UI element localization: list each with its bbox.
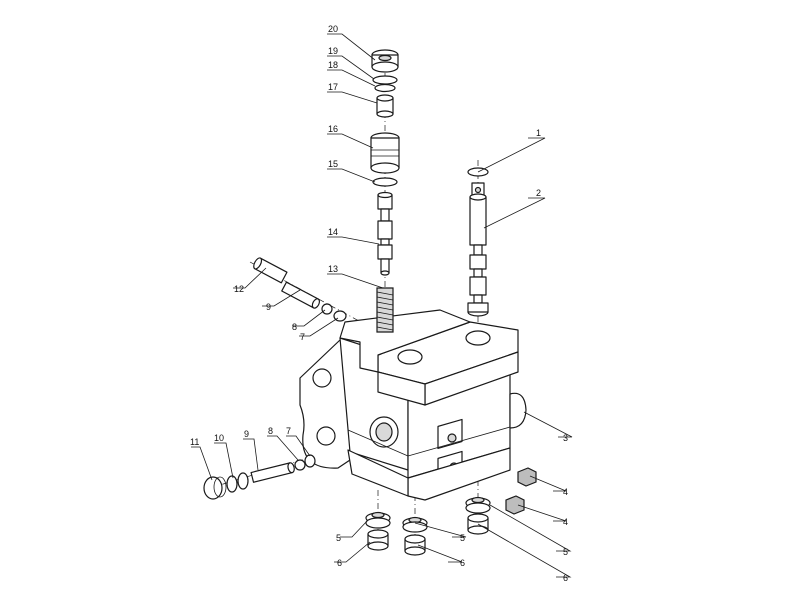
mounting-flange xyxy=(299,339,351,469)
callout-8-lower: 8 xyxy=(268,426,273,436)
ring-10a xyxy=(226,475,238,493)
pin-17 xyxy=(376,94,394,118)
plug-12 xyxy=(253,257,288,284)
bottom-fittings xyxy=(365,496,491,556)
callout-6-left: 6 xyxy=(337,558,342,568)
callout-2: 2 xyxy=(536,188,541,198)
ball-8-lower xyxy=(294,459,306,471)
callout-16: 16 xyxy=(328,124,338,134)
plug-4-lower xyxy=(505,495,525,515)
callout-1: 1 xyxy=(536,128,541,138)
ring-10b xyxy=(237,472,249,490)
pin-9-upper xyxy=(281,281,321,309)
callout-20: 20 xyxy=(328,24,338,34)
washer-18 xyxy=(374,83,396,93)
callout-6-middle: 6 xyxy=(460,558,465,568)
callout-labels: 1 2 3 4 4 5 5 5 6 6 6 7 7 8 8 9 9 10 11 … xyxy=(190,24,568,583)
valve-body xyxy=(299,309,527,501)
spring-13 xyxy=(376,287,394,333)
right-shaft xyxy=(467,167,489,317)
pin-9-lower xyxy=(250,462,295,483)
cap-nut-20 xyxy=(371,49,399,73)
callout-7-upper: 7 xyxy=(300,332,305,342)
callout-17: 17 xyxy=(328,82,338,92)
top-cap-left xyxy=(377,371,426,406)
plug-4-upper xyxy=(517,467,537,487)
housing-16 xyxy=(370,132,400,174)
spool-14 xyxy=(377,191,393,276)
callout-18: 18 xyxy=(328,60,338,70)
side-port-inner xyxy=(375,422,393,442)
vertical-stack xyxy=(370,49,400,333)
ball-8-upper xyxy=(321,303,333,315)
callout-5-right: 5 xyxy=(563,547,568,557)
callout-9-lower: 9 xyxy=(244,429,249,439)
callout-14: 14 xyxy=(328,227,338,237)
callout-4-upper: 4 xyxy=(563,487,568,497)
callout-9-upper: 9 xyxy=(266,302,271,312)
front-port-top xyxy=(447,433,457,443)
right-plugs xyxy=(505,467,537,515)
ring-19 xyxy=(372,75,398,85)
leader-lines xyxy=(191,33,573,578)
cap-11 xyxy=(203,476,223,500)
callout-7-lower: 7 xyxy=(286,426,291,436)
callout-13: 13 xyxy=(328,264,338,274)
callout-5-left: 5 xyxy=(336,533,341,543)
callout-6-right: 6 xyxy=(563,573,568,583)
washer-5-middle xyxy=(402,516,428,533)
nut-6-middle xyxy=(404,534,426,556)
top-port-left xyxy=(397,349,423,365)
callout-5-middle: 5 xyxy=(460,533,465,543)
callout-10: 10 xyxy=(214,433,224,443)
right-boss xyxy=(509,392,527,429)
seat-7-lower xyxy=(304,454,316,468)
washer-5-right xyxy=(465,496,491,514)
flange-hole-top xyxy=(312,368,332,388)
callout-3: 3 xyxy=(563,433,568,443)
callout-12: 12 xyxy=(234,284,244,294)
flange-hole-bottom xyxy=(316,426,336,446)
top-port-right xyxy=(465,330,491,346)
callout-15: 15 xyxy=(328,159,338,169)
callout-19: 19 xyxy=(328,46,338,56)
base-plate-left xyxy=(347,449,409,497)
callout-4-lower: 4 xyxy=(563,517,568,527)
washer-5-left xyxy=(365,511,391,529)
lower-left-plug-set xyxy=(203,454,316,500)
nut-6-left xyxy=(367,529,389,551)
callout-11: 11 xyxy=(190,437,199,447)
ring-15 xyxy=(372,177,398,187)
shaft-2 xyxy=(467,182,489,317)
callout-8-upper: 8 xyxy=(292,322,297,332)
